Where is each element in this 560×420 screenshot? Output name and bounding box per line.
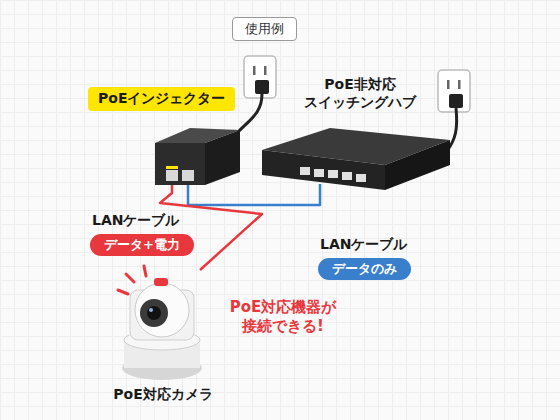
hub-front [262, 150, 385, 190]
power-plug [449, 94, 463, 108]
camera-head [135, 283, 189, 337]
lan-cable [188, 184, 320, 205]
lan-port [342, 172, 352, 180]
power-cord [238, 94, 262, 132]
device-label: PoE非対応 スイッチングハブ [298, 76, 422, 111]
hub-device: PoE非対応 スイッチングハブ [262, 130, 450, 184]
device-label: PoE対応カメラ [106, 386, 220, 404]
outlet-slot [458, 80, 461, 89]
cable-tag-text: データのみ [318, 258, 411, 280]
cable-tag: LANケーブルデータ+電力 [90, 234, 194, 256]
callout-note: PoE対応機器が 接続できる! [216, 298, 350, 336]
injector-device: PoEインジェクター [155, 125, 240, 185]
outlet-slot [253, 66, 256, 75]
device-label: PoEインジェクター [88, 87, 235, 111]
injector-side [205, 130, 240, 185]
lan-port [300, 167, 310, 175]
cable-label: LANケーブル [92, 212, 179, 230]
injector-front [155, 143, 205, 185]
wall-outlet [244, 56, 276, 98]
power-plug [255, 80, 269, 94]
lan-port [356, 174, 366, 182]
cable-tag-text: データ+電力 [90, 234, 194, 256]
outlet-slot [447, 80, 450, 89]
lan-port [314, 169, 324, 177]
camera-lens [140, 299, 168, 327]
camera-lens-inner [147, 306, 161, 320]
lan-port [166, 170, 178, 181]
wall-outlet [438, 70, 470, 112]
outlet-slot [264, 66, 267, 75]
hub-side [385, 140, 450, 190]
lens-glint [149, 308, 153, 312]
port-marker [166, 166, 178, 169]
lan-port [328, 170, 338, 178]
alarm-marks [118, 266, 146, 294]
title-box: 使用例 [232, 17, 297, 41]
camera-device: PoE対応カメラ [118, 270, 208, 382]
cable-tag: LANケーブルデータのみ [318, 258, 411, 280]
lan-port [182, 170, 194, 181]
alarm-light [154, 278, 168, 286]
cable-label: LANケーブル [320, 236, 407, 254]
